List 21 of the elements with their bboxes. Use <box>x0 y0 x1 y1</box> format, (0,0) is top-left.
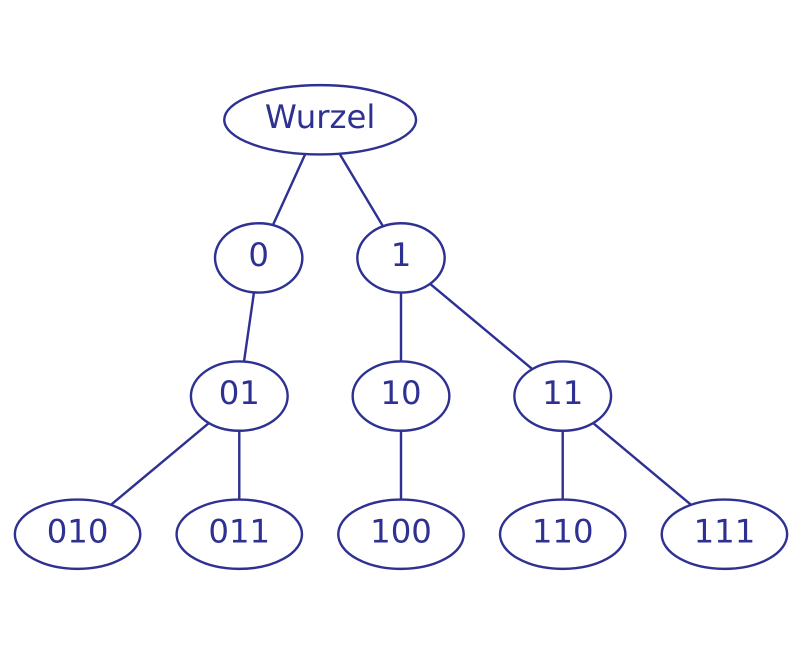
connector <box>110 422 210 506</box>
node-ellipse: 0 <box>214 222 304 294</box>
node-ellipse: 111 <box>660 498 788 570</box>
node-ellipse: 010 <box>14 498 142 570</box>
node-ellipse: 110 <box>498 498 627 570</box>
connector <box>272 154 306 226</box>
connector <box>338 153 384 227</box>
node-ellipse: 10 <box>351 360 451 432</box>
connector <box>242 292 256 362</box>
connector <box>400 431 402 500</box>
node-ellipse: 11 <box>513 360 612 432</box>
connector <box>400 292 402 362</box>
connector <box>429 282 534 370</box>
connector <box>238 431 240 500</box>
node-ellipse: 1 <box>356 222 446 294</box>
connector <box>562 431 564 500</box>
node-ellipse: 100 <box>337 498 465 570</box>
node-ellipse: 01 <box>190 360 289 432</box>
connector <box>592 422 692 506</box>
node-ellipse: Wurzel <box>223 84 418 156</box>
node-ellipse: 011 <box>175 498 304 570</box>
